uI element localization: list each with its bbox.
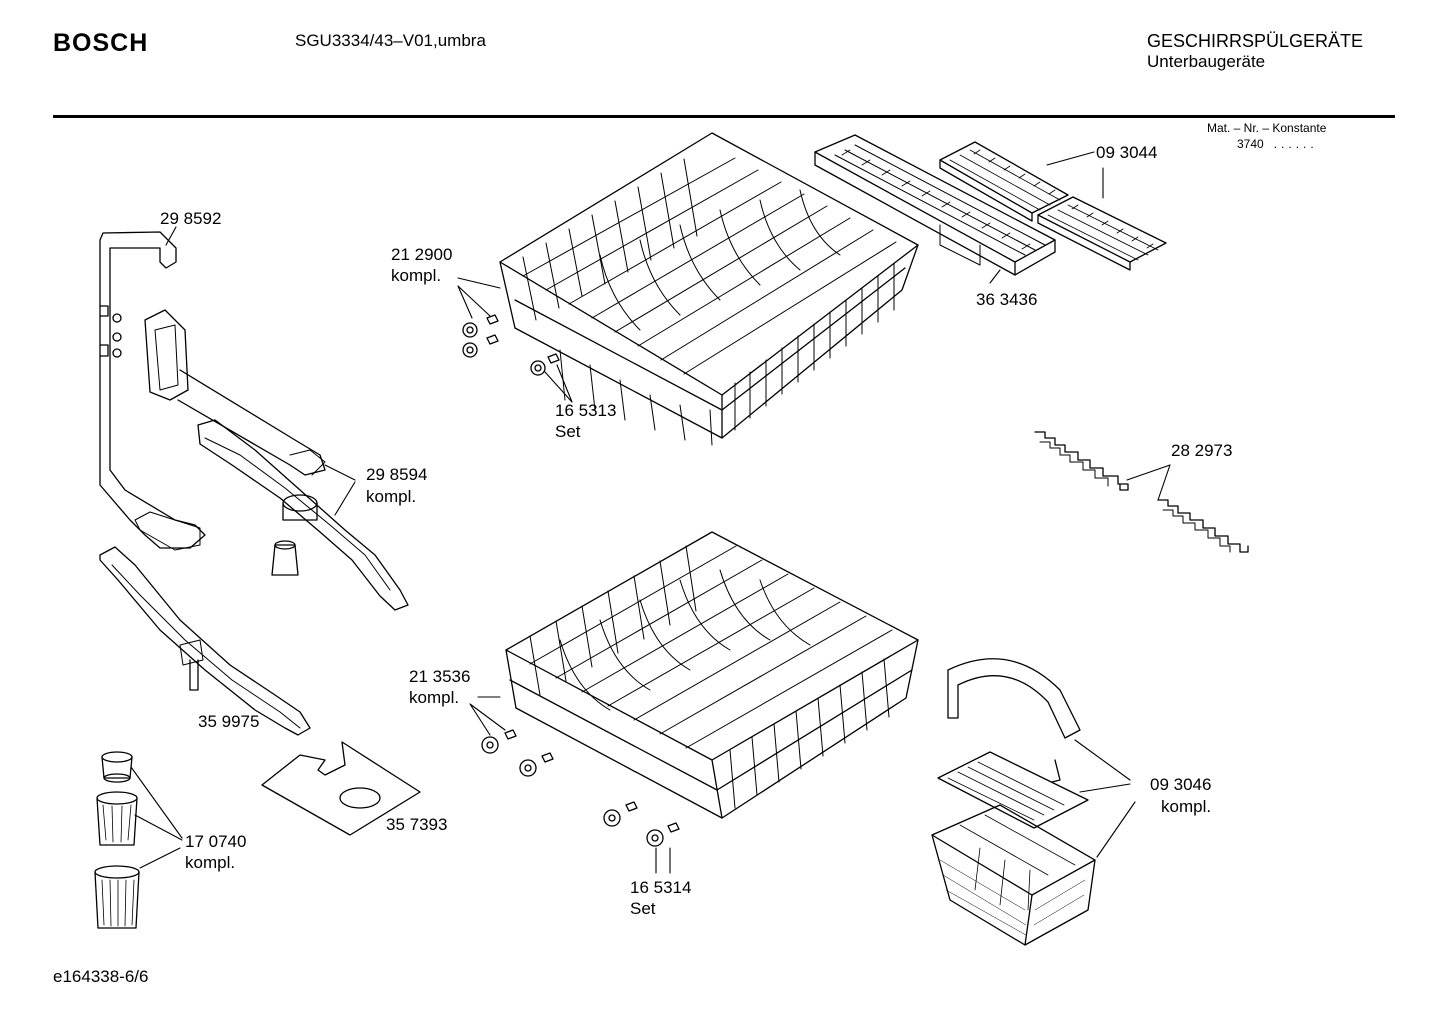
mat-number: 3740: [1237, 137, 1264, 151]
header-divider: [53, 115, 1395, 118]
part-label-212900: 21 2900: [391, 245, 453, 264]
part-label-165313-note: Set: [555, 422, 581, 441]
part-label-212900-note: kompl.: [391, 266, 442, 285]
part-label-213536: 21 3536: [409, 667, 471, 686]
model-number: SGU3334/43–V01,umbra: [295, 31, 486, 50]
part-label-213536-note: kompl.: [409, 688, 460, 707]
part-label-165314-note: Set: [630, 899, 656, 918]
filter-set-drawing: [95, 752, 139, 928]
upper-spray-arm-drawing: [145, 310, 408, 610]
part-label-165314: 16 5314: [630, 878, 692, 897]
category-subtitle: Unterbaugeräte: [1147, 52, 1266, 71]
category-title: GESCHIRRSPÜLGERÄTE: [1147, 31, 1364, 51]
rack-drawing: [940, 142, 1166, 270]
upper-basket-drawing: [463, 133, 918, 445]
part-label-282973: 28 2973: [1171, 441, 1233, 460]
mat-number-value: 3740......: [1237, 137, 1318, 151]
leader-lines: [131, 152, 1170, 873]
mat-number-dots: ......: [1273, 137, 1318, 151]
part-label-170740-note: kompl.: [185, 853, 236, 872]
cutlery-basket-drawing: [932, 659, 1095, 945]
cover-plate-drawing: [262, 742, 420, 835]
part-label-093046: 09 3046: [1150, 775, 1212, 794]
part-label-357393: 35 7393: [386, 815, 448, 834]
supply-pipe-drawing: [100, 232, 205, 550]
cutlery-tray-drawing: [815, 135, 1055, 275]
part-label-093044: 09 3044: [1096, 143, 1158, 162]
part-label-298594: 29 8594: [366, 465, 428, 484]
lower-spray-arm-drawing: [100, 547, 310, 735]
part-label-363436: 36 3436: [976, 290, 1038, 309]
part-label-298594-note: kompl.: [366, 487, 417, 506]
brand-logo: BOSCH: [53, 29, 149, 57]
mat-number-label: Mat. – Nr. – Konstante: [1207, 121, 1327, 135]
part-label-298592: 29 8592: [160, 209, 222, 228]
clip-strip-drawing: [1035, 432, 1248, 552]
part-label-359975: 35 9975: [198, 712, 260, 731]
part-label-170740: 17 0740: [185, 832, 247, 851]
document-id: e164338-6/6: [53, 967, 149, 986]
part-label-093046-note: kompl.: [1161, 797, 1212, 816]
lower-basket-drawing: [482, 532, 918, 846]
part-label-165313: 16 5313: [555, 401, 617, 420]
